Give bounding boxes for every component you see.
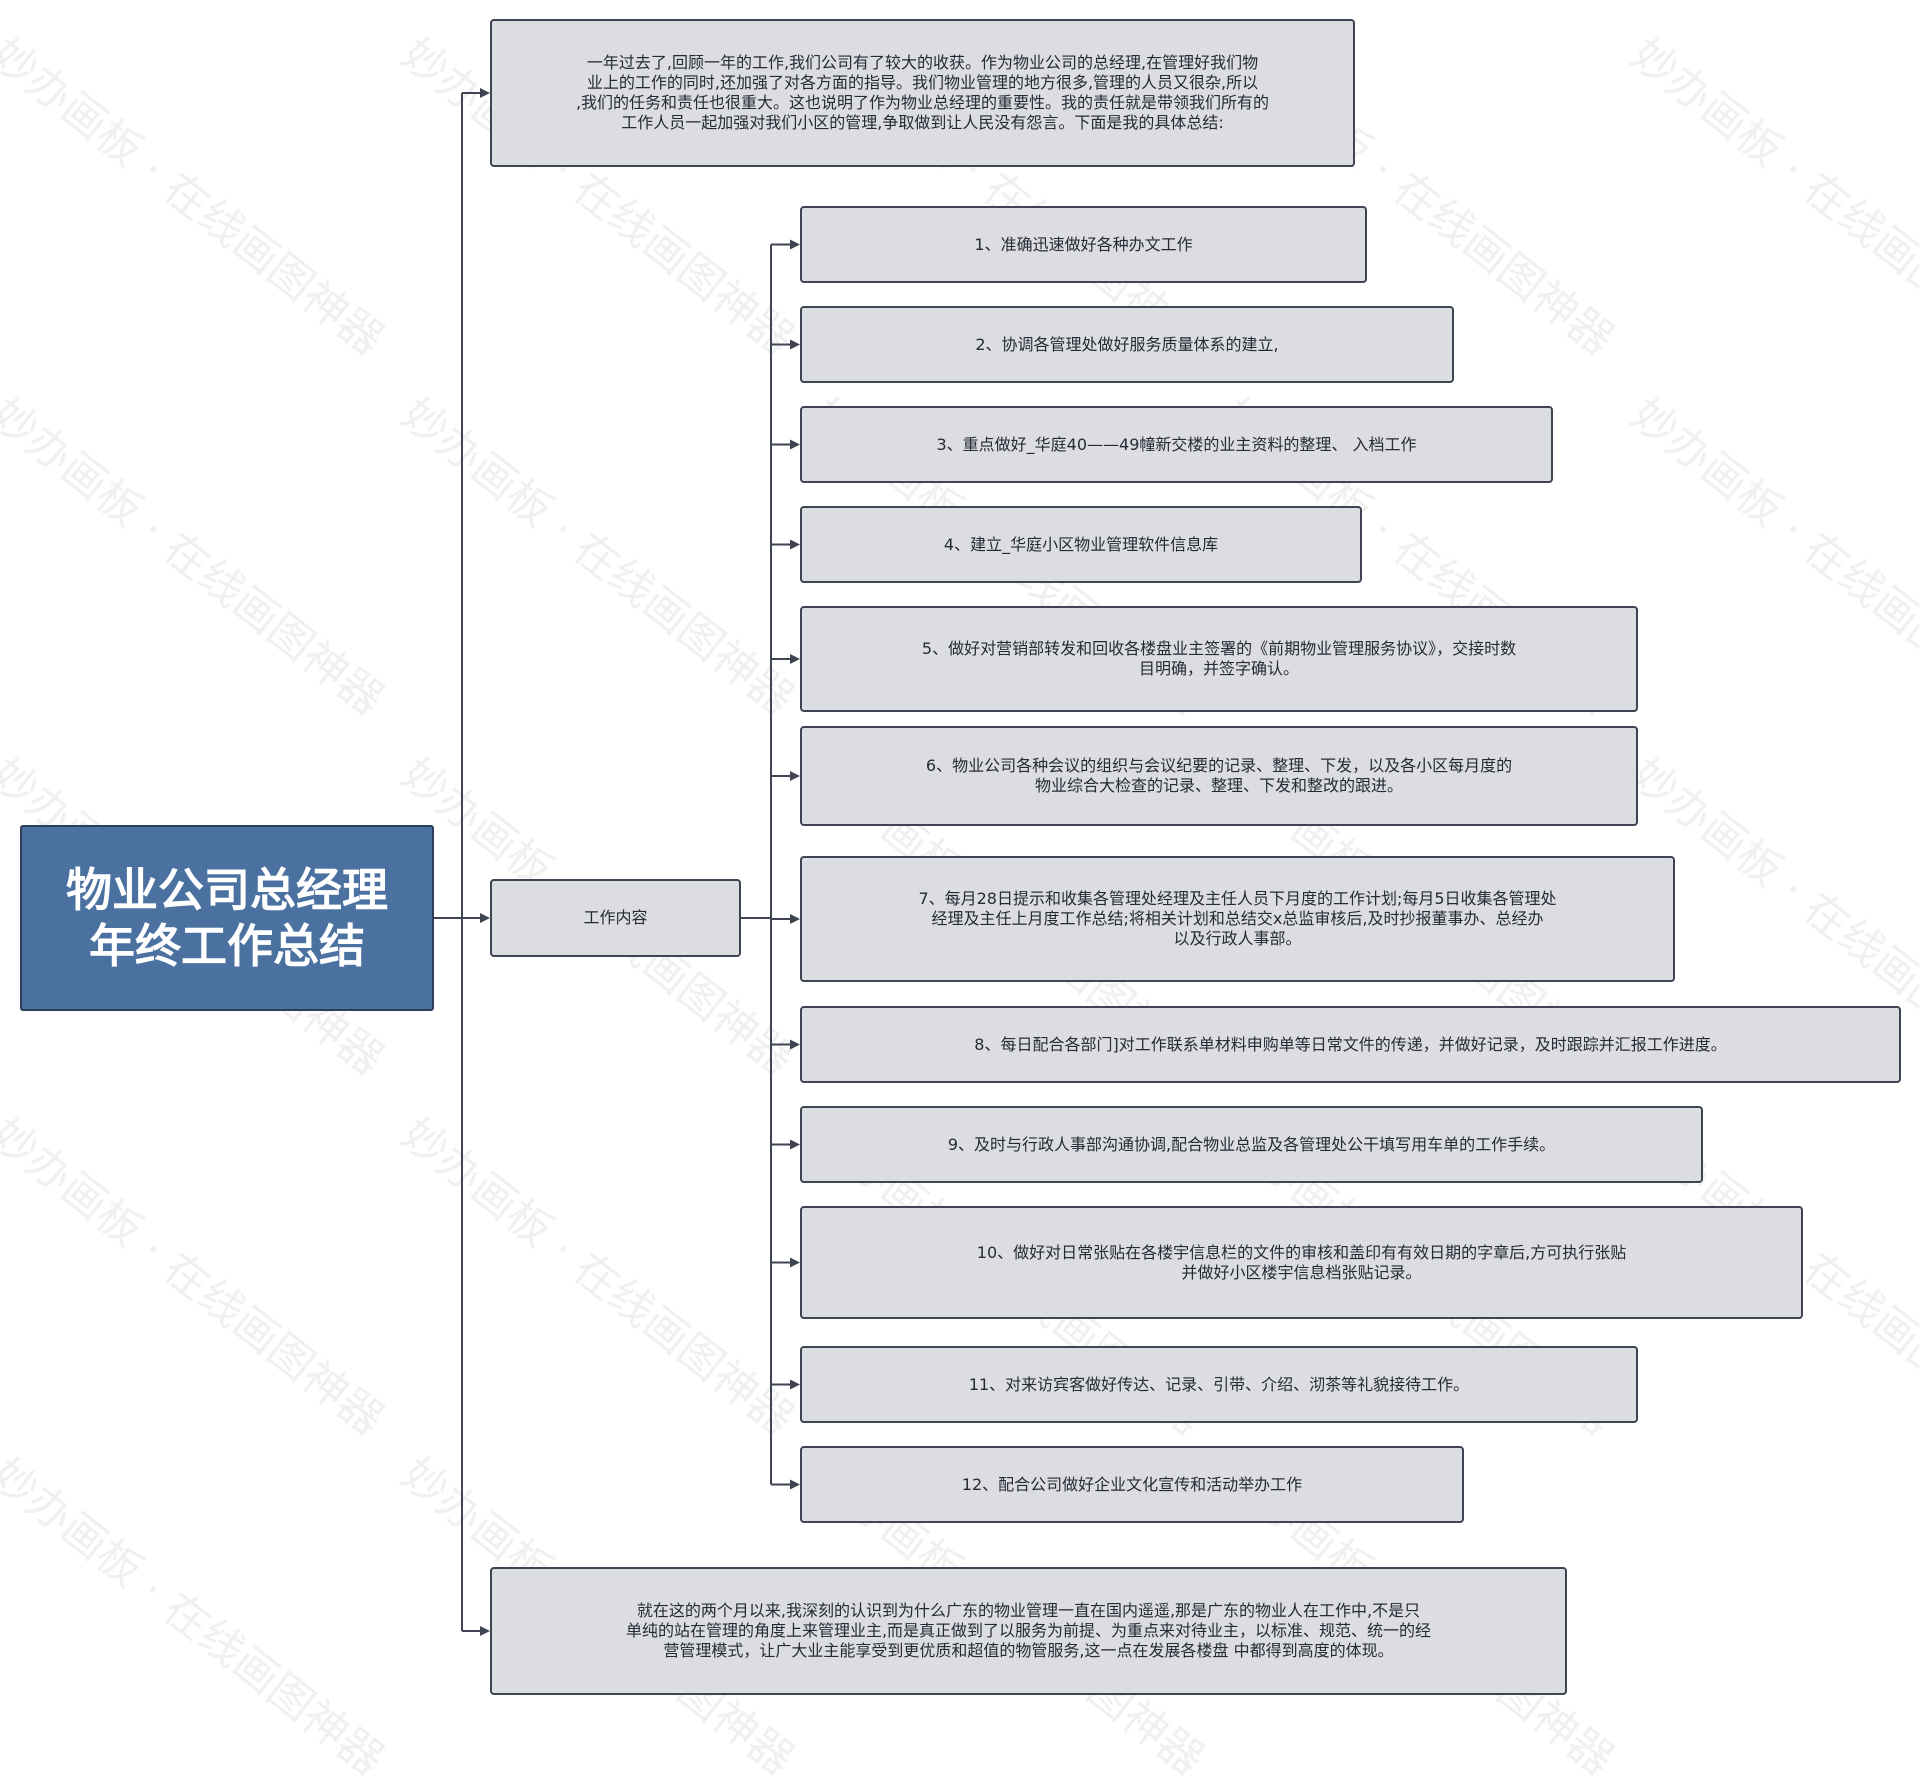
item-arrow-9: [790, 1139, 800, 1150]
work-item-12[interactable]: 12、配合公司做好企业文化宣传和活动举办工作: [800, 1446, 1464, 1523]
work-item-4[interactable]: 4、建立_华庭小区物业管理软件信息库: [800, 506, 1362, 583]
item-arrow-7: [790, 914, 800, 924]
work-item-11[interactable]: 11、对来访宾客做好传达、记录、引带、介绍、沏茶等礼貌接待工作。: [800, 1346, 1638, 1423]
work-item-text: 8、每日配合各部门]对工作联系单材料申购单等日常文件的传递，并做好记录，及时跟踪…: [974, 1034, 1727, 1054]
item-arrow-6: [790, 771, 800, 781]
work-item-3[interactable]: 3、重点做好_华庭40——49幢新交楼的业主资料的整理、 入档工作: [800, 406, 1553, 483]
conclusion-arrow: [480, 1626, 490, 1636]
work-item-text: 11、对来访宾客做好传达、记录、引带、介绍、沏茶等礼貌接待工作。: [968, 1374, 1470, 1394]
work-content-label: 工作内容: [583, 908, 648, 927]
item-arrow-11: [790, 1379, 800, 1390]
work-item-6[interactable]: 6、物业公司各种会议的组织与会议纪要的记录、整理、下发，以及各小区每月度的物业综…: [800, 726, 1638, 826]
work-item-text: 1、准确迅速做好各种办文工作: [974, 234, 1193, 254]
work-item-text: 并做好小区楼宇信息档张贴记录。: [1181, 1262, 1422, 1282]
intro-line-2: 业上的工作的同时,还加强了对各方面的指导。我们物业管理的地方很多,管理的人员又很…: [586, 73, 1259, 92]
intro-line-4: 工作人员一起加强对我们小区的管理,争取做到让人民没有怨言。下面是我的具体总结:: [621, 113, 1224, 132]
work-item-text: 7、每月28日提示和收集各管理处经理及主任人员下月度的工作计划;每月5日收集各管…: [918, 889, 1557, 908]
work-item-text: 12、配合公司做好企业文化宣传和活动举办工作: [961, 1474, 1303, 1494]
work-item-text: 以及行政人事部。: [1173, 929, 1302, 948]
work-item-1[interactable]: 1、准确迅速做好各种办文工作: [800, 206, 1367, 283]
work-arrow: [480, 913, 490, 923]
item-arrow-5: [790, 654, 800, 664]
work-item-text: 经理及主任上月度工作总结;将相关计划和总结交x总监审核后,及时抄报董事办、总经办: [931, 909, 1544, 928]
work-item-text: 6、物业公司各种会议的组织与会议纪要的记录、整理、下发，以及各小区每月度的: [925, 756, 1513, 775]
work-item-9[interactable]: 9、及时与行政人事部沟通协调,配合物业总监及各管理处公干填写用车单的工作手续。: [800, 1106, 1703, 1183]
intro-line-1: 一年过去了,回顾一年的工作,我们公司有了较大的收获。作为物业公司的总经理,在管理…: [586, 53, 1259, 72]
intro-line-3: ,我们的任务和责任也很重大。这也说明了作为物业总经理的重要性。我的责任就是带领我…: [575, 93, 1270, 112]
connector-lines: [434, 88, 800, 1636]
work-item-text: 5、做好对营销部转发和回收各楼盘业主签署的《前期物业管理服务协议》，交接时数: [921, 639, 1517, 658]
work-item-2[interactable]: 2、协调各管理处做好服务质量体系的建立,: [800, 306, 1454, 383]
work-item-text: 3、重点做好_华庭40——49幢新交楼的业主资料的整理、 入档工作: [936, 434, 1417, 454]
work-item-10[interactable]: 10、做好对日常张贴在各楼宇信息栏的文件的审核和盖印有有效日期的字章后,方可执行…: [800, 1206, 1803, 1319]
work-item-5[interactable]: 5、做好对营销部转发和回收各楼盘业主签署的《前期物业管理服务协议》，交接时数目明…: [800, 606, 1638, 712]
item-arrow-1: [790, 239, 800, 250]
intro-arrow: [480, 88, 490, 98]
work-item-text: 4、建立_华庭小区物业管理软件信息库: [943, 534, 1219, 554]
conclusion-line-2: 单纯的站在管理的角度上来管理业主,而是真正做到了以服务为前提、为重点来对待业主，…: [625, 1621, 1432, 1640]
root-node[interactable]: 物业公司总经理 年终工作总结: [20, 825, 434, 1011]
item-arrow-10: [790, 1257, 800, 1268]
work-item-7[interactable]: 7、每月28日提示和收集各管理处经理及主任人员下月度的工作计划;每月5日收集各管…: [800, 856, 1675, 982]
item-arrow-12: [790, 1479, 800, 1490]
root-title-line-2: 年终工作总结: [89, 919, 365, 973]
work-item-text: 2、协调各管理处做好服务质量体系的建立,: [975, 334, 1279, 354]
work-content-node[interactable]: 工作内容: [490, 879, 741, 957]
work-item-8[interactable]: 8、每日配合各部门]对工作联系单材料申购单等日常文件的传递，并做好记录，及时跟踪…: [800, 1006, 1901, 1083]
item-arrow-3: [790, 439, 800, 450]
work-item-text: 物业综合大检查的记录、整理、下发和整改的跟进。: [1034, 776, 1403, 795]
conclusion-node[interactable]: 就在这的两个月以来,我深刻的认识到为什么广东的物业管理一直在国内遥遥,那是广东的…: [490, 1567, 1567, 1695]
work-item-text: 9、及时与行政人事部沟通协调,配合物业总监及各管理处公干填写用车单的工作手续。: [947, 1134, 1556, 1154]
item-arrow-4: [790, 539, 800, 550]
conclusion-line-1: 就在这的两个月以来,我深刻的认识到为什么广东的物业管理一直在国内遥遥,那是广东的…: [636, 1601, 1421, 1620]
conclusion-line-3: 营管理模式，让广大业主能享受到更优质和超值的物管服务,这一点在发展各楼盘 中都得…: [663, 1641, 1394, 1660]
root-title-line-1: 物业公司总经理: [66, 863, 388, 917]
item-arrow-8: [790, 1039, 800, 1050]
intro-node[interactable]: 一年过去了,回顾一年的工作,我们公司有了较大的收获。作为物业公司的总经理,在管理…: [490, 19, 1355, 167]
work-item-text: 目明确，并签字确认。: [1138, 659, 1299, 678]
work-item-text: 10、做好对日常张贴在各楼宇信息栏的文件的审核和盖印有有效日期的字章后,方可执行…: [976, 1242, 1627, 1262]
item-arrow-2: [790, 339, 800, 350]
